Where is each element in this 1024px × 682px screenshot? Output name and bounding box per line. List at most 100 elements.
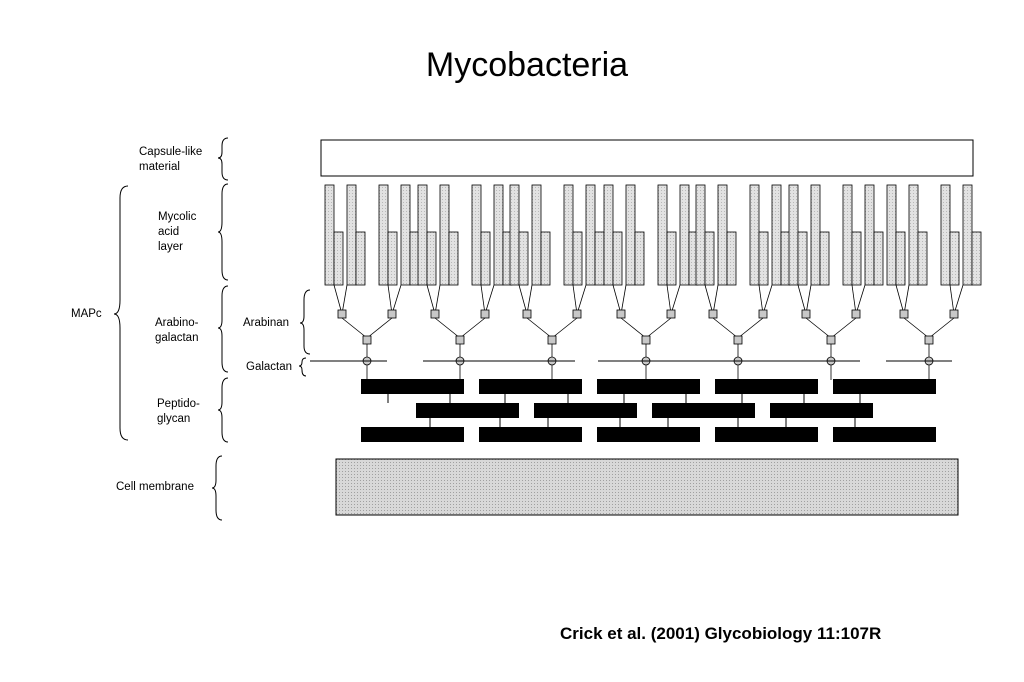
label-capsule-line1: Capsule-like: [139, 146, 203, 158]
arabinan-branch-line: [903, 284, 910, 315]
peptidoglycan-strand: [652, 403, 755, 418]
arabinan-branch-line: [666, 284, 672, 315]
peptidoglycan-strand: [361, 379, 464, 394]
capsule-layer: [320, 139, 974, 177]
mycolic-acid-chain-long: [717, 184, 728, 286]
peptidoglycan-strand: [479, 427, 582, 442]
mycolic-acid-chain-long: [603, 184, 614, 286]
mycolic-acid-chain-short: [594, 231, 605, 286]
arabinan-branch-line: [949, 284, 955, 315]
brace-capsule: [217, 137, 229, 181]
mycolic-acid-chain-short: [333, 231, 344, 286]
arabinan-node: [758, 309, 768, 319]
galactan-chains: [310, 356, 952, 380]
mycolic-acid-chain-short: [895, 231, 906, 286]
arabinan-branch-line: [704, 284, 714, 315]
peptidoglycan-strand: [833, 379, 936, 394]
peptidoglycan-strand: [597, 379, 700, 394]
mycolic-acid-chain-short: [873, 231, 884, 286]
arabinan-node: [480, 309, 490, 319]
arabinan-branch-line: [830, 317, 857, 339]
peptidoglycan-strand: [770, 403, 873, 418]
arabinan-node: [733, 335, 743, 345]
arabinan-branch-line: [341, 284, 348, 315]
label-capsule-like-material: Capsule-like material: [139, 145, 219, 175]
arabinan-node: [641, 335, 651, 345]
arabinan-branch-line: [851, 284, 857, 315]
arabinan-branch-line: [903, 317, 930, 339]
arabinan-branch-line: [758, 284, 764, 315]
mycolic-acid-chain-short: [634, 231, 645, 286]
mycolic-acid-chain-long: [324, 184, 335, 286]
peptidoglycan-strand: [361, 427, 464, 442]
mycolic-acid-chain-long: [493, 184, 504, 286]
mycolic-acid-chain-long: [657, 184, 668, 286]
mycolic-acid-chain-short: [758, 231, 769, 286]
mycolic-acid-chain-long: [471, 184, 482, 286]
mycolic-acid-chain-short: [666, 231, 677, 286]
peptidoglycan-strand: [534, 403, 637, 418]
arabinan-node: [387, 309, 397, 319]
peptidoglycan-layer: [361, 379, 936, 442]
mycolic-acid-chain-long: [810, 184, 821, 286]
mycolic-acid-chain-short: [704, 231, 715, 286]
arabinan-node: [801, 309, 811, 319]
label-arabino-line2: galactan: [155, 332, 199, 344]
arabinan-branch-line: [366, 317, 393, 339]
mycolic-acid-chain-short: [917, 231, 928, 286]
mycolic-acid-chain-short: [949, 231, 960, 286]
arabinan-node: [708, 309, 718, 319]
label-arabino-line1: Arabino-: [155, 317, 199, 329]
mycolic-acid-chain-long: [842, 184, 853, 286]
arabinan-node: [572, 309, 582, 319]
mycolic-acid-chain-long: [378, 184, 389, 286]
label-mycolic-line2: acid: [158, 226, 180, 238]
arabinan-branch-line: [797, 284, 807, 315]
label-peptido-line1: Peptido-: [157, 398, 200, 410]
label-mycolic-acid-layer: Mycolic acid layer: [158, 210, 218, 255]
arabinan-branch-line: [426, 284, 436, 315]
mycolic-acid-chain-long: [962, 184, 973, 286]
mycolic-acid-chain-short: [480, 231, 491, 286]
arabinan-branch-line: [333, 284, 343, 315]
arabinan-branch-line: [391, 284, 402, 315]
arabinan-node: [899, 309, 909, 319]
arabinan-branch-line: [805, 284, 812, 315]
mycolic-acid-chain-long: [695, 184, 706, 286]
arabinan-branch-line: [737, 317, 764, 339]
mycolic-acid-chain-short: [426, 231, 437, 286]
brace-peptidoglycan: [217, 377, 229, 443]
label-mycolic-line1: Mycolic: [158, 211, 197, 223]
arabinan-node: [455, 335, 465, 345]
arabinan-branch-line: [855, 284, 866, 315]
arabinan-branch-line: [712, 284, 719, 315]
arabinan-node: [949, 309, 959, 319]
mycolic-acid-chain-short: [387, 231, 398, 286]
arabinan-branch-line: [576, 284, 587, 315]
arabinan-node: [362, 335, 372, 345]
mycolic-acid-chain-long: [400, 184, 411, 286]
arabinan-branch-line: [551, 317, 578, 339]
arabinan-node: [522, 309, 532, 319]
mycolic-acid-chain-long: [788, 184, 799, 286]
label-capsule-line2: material: [139, 161, 180, 173]
arabinan-branch-line: [670, 284, 681, 315]
mycolic-acid-chain-long: [439, 184, 450, 286]
arabinan-branch-line: [434, 317, 461, 339]
label-arabinogalactan: Arabino- galactan: [155, 316, 220, 346]
brace-arabinogalactan: [217, 285, 229, 373]
brace-cell-membrane: [211, 455, 223, 521]
arabinan-branch-line: [526, 317, 553, 339]
mycolic-acid-chain-long: [509, 184, 520, 286]
mycolic-acid-chain-short: [572, 231, 583, 286]
arabinan-branch-line: [387, 284, 393, 315]
mycolic-acid-chain-long: [940, 184, 951, 286]
arabinan-branch-line: [612, 284, 622, 315]
brace-mapc: [113, 185, 129, 441]
mycolic-acid-chain-short: [851, 231, 862, 286]
arabinan-branch-line: [953, 284, 964, 315]
arabinan-branch-line: [712, 317, 739, 339]
arabinan-branch-line: [572, 284, 578, 315]
peptidoglycan-strand: [833, 427, 936, 442]
